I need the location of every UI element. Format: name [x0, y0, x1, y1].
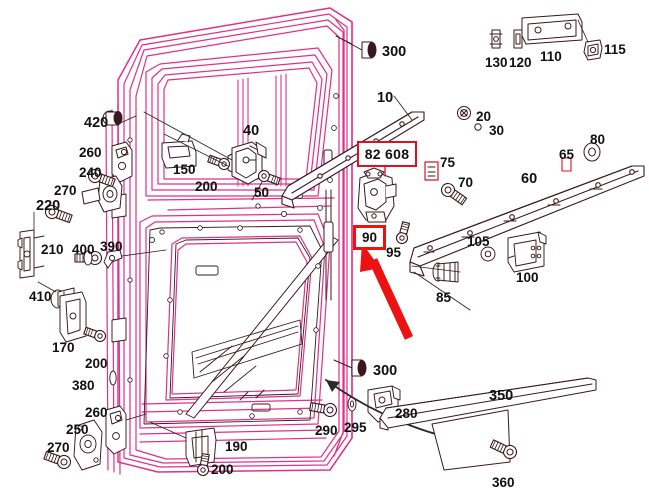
part-label-190: 190: [225, 439, 248, 454]
part-label-20: 20: [476, 109, 492, 124]
part-label-120: 120: [509, 55, 532, 70]
part-label-95: 95: [386, 245, 402, 260]
part-label-300-bottom: 300: [373, 363, 398, 379]
highlighted-part-number-90: 90: [353, 225, 386, 250]
part-label-380: 380: [72, 378, 95, 393]
part-label-280: 280: [395, 406, 418, 421]
part-label-220: 220: [36, 198, 61, 214]
reference-number-box: 82 608: [357, 141, 417, 167]
part-label-30: 30: [489, 123, 505, 138]
part-label-360: 360: [492, 475, 515, 490]
part-label-260-lower: 260: [85, 405, 108, 420]
part-label-200-mid: 200: [85, 356, 108, 371]
part-label-40: 40: [243, 123, 260, 139]
part-label-400: 400: [72, 242, 95, 257]
part-label-100: 100: [516, 270, 539, 285]
part-label-60: 60: [521, 171, 538, 187]
part-label-290: 290: [315, 423, 338, 438]
part-label-130: 130: [485, 55, 508, 70]
part-label-210: 210: [41, 242, 64, 257]
part-label-110: 110: [540, 49, 562, 64]
part-label-270-lower: 270: [47, 440, 70, 455]
part-label-300-top: 300: [382, 44, 407, 60]
part-label-75: 75: [440, 155, 456, 170]
part-label-410: 410: [29, 289, 52, 304]
part-label-350: 350: [489, 388, 514, 404]
part-label-250: 250: [66, 422, 89, 437]
part-label-10: 10: [377, 90, 394, 106]
part-label-200-bottom: 200: [211, 462, 234, 477]
part-label-270-upper: 270: [54, 183, 77, 198]
part-label-80: 80: [590, 132, 606, 147]
part-label-170: 170: [52, 340, 75, 355]
part-label-70: 70: [458, 175, 474, 190]
part-label-200-upper: 200: [195, 179, 218, 194]
part-label-115: 115: [604, 42, 626, 57]
part-label-65: 65: [559, 147, 575, 162]
part-label-420: 420: [84, 115, 109, 131]
part-label-260-upper: 260: [79, 145, 102, 160]
part-label-295: 295: [344, 420, 367, 435]
part-label-150: 150: [173, 162, 196, 177]
part-label-240: 240: [79, 165, 102, 180]
part-label-105: 105: [467, 234, 490, 249]
part-label-85: 85: [436, 290, 452, 305]
part-label-50: 50: [254, 185, 270, 200]
part-label-390: 390: [100, 239, 123, 254]
